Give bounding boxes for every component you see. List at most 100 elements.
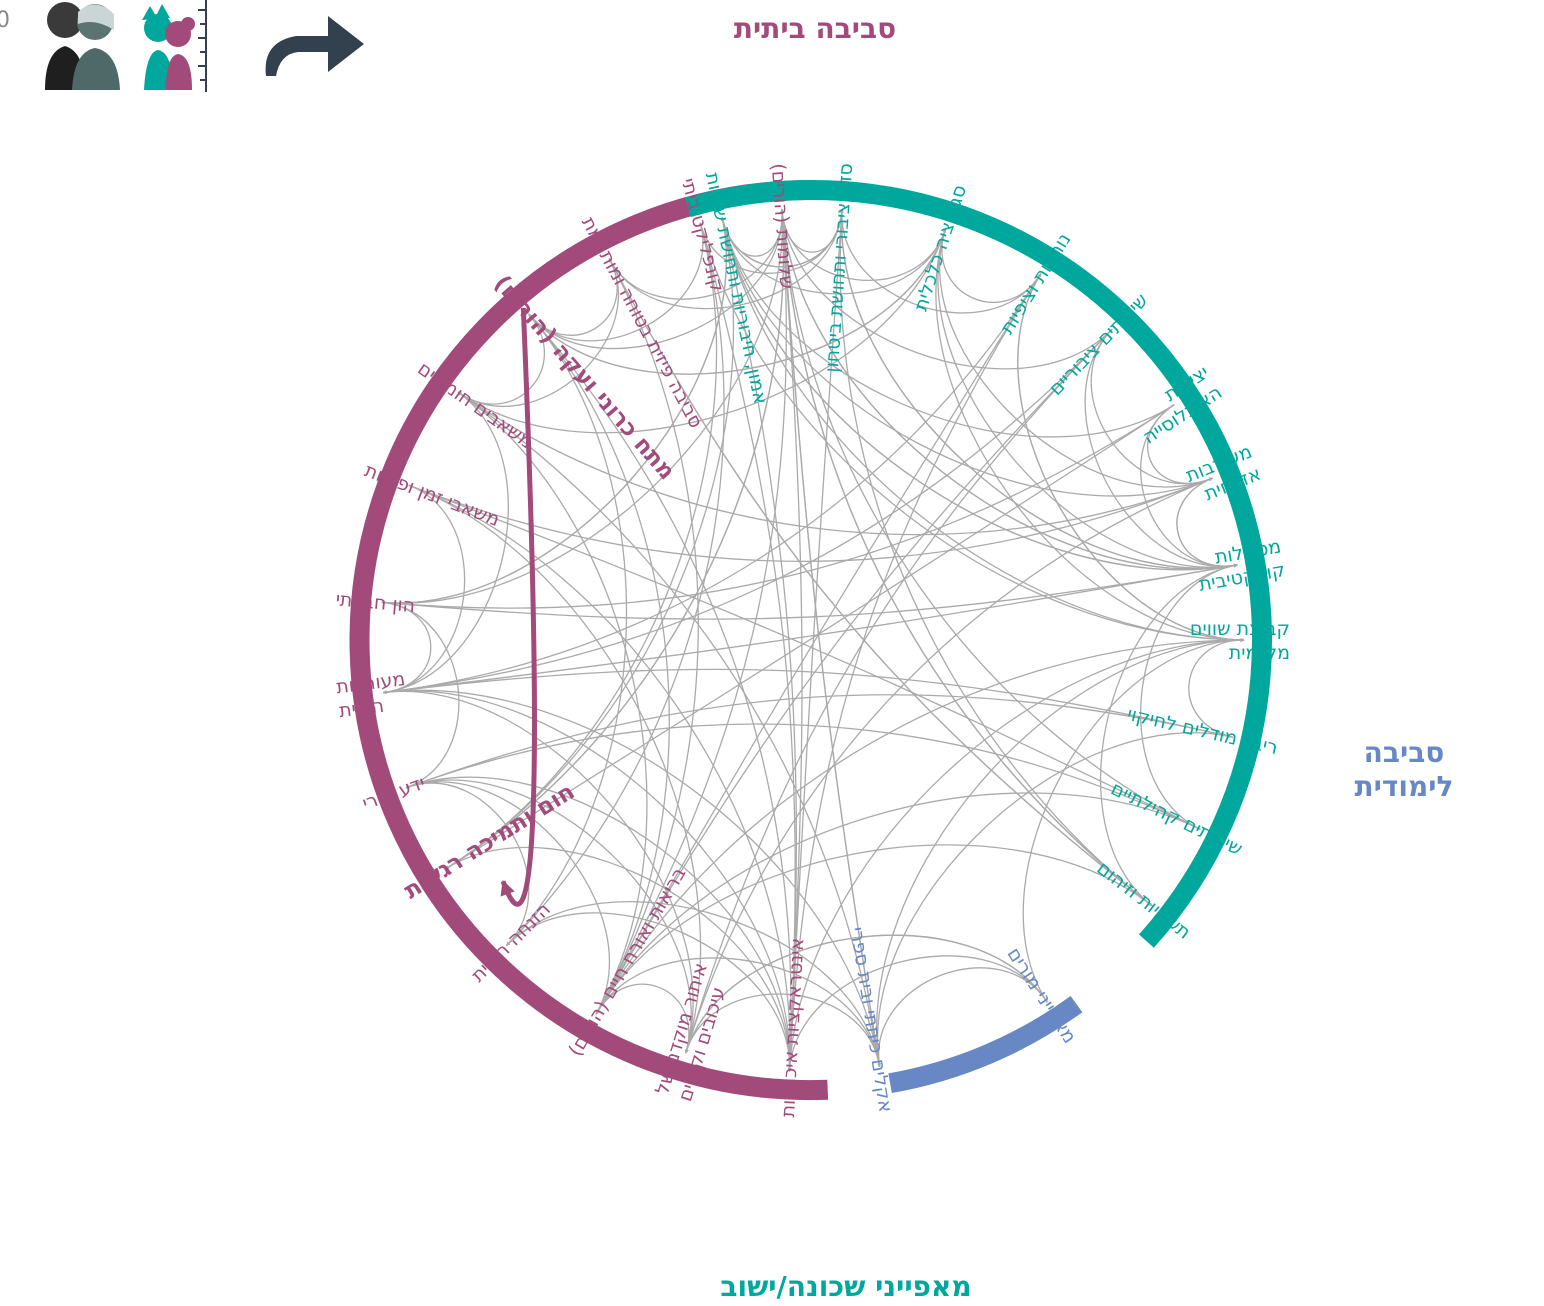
node-label: חום ותמיכה רגשית — [400, 779, 580, 905]
link-n9-h14 — [787, 273, 1042, 1072]
home-group-arc — [349, 180, 829, 1101]
node-label: מתח כרוני ועקה (הורים) — [489, 271, 680, 485]
link-l2-h13 — [684, 934, 1048, 1054]
link-n11-h14 — [787, 209, 843, 1072]
link-h7-h1 — [381, 208, 784, 604]
link-n6-h13 — [684, 477, 1213, 1054]
link-h5-h4 — [457, 313, 546, 405]
link-h10-h14 — [445, 846, 792, 1072]
link-n4-h14 — [787, 639, 1245, 1072]
link-n3-n4 — [1188, 638, 1245, 738]
link-n10-n12 — [721, 217, 947, 295]
node-h10[interactable]: חום ותמיכה רגשית — [400, 779, 580, 905]
link-h8-l1 — [383, 689, 881, 1068]
link-h8-h13 — [383, 690, 694, 1054]
link-n1-n5 — [1099, 563, 1238, 907]
link-h4-h12 — [528, 313, 670, 1015]
node-h4[interactable]: מתח כרוני ועקה (הורים) — [489, 271, 680, 485]
link-h4-h11 — [506, 313, 628, 946]
link-n10-n6 — [939, 228, 1213, 488]
link-n2-h9 — [405, 723, 1201, 830]
link-n9-n11 — [840, 208, 1042, 314]
node-label: מעורבות — [335, 668, 407, 698]
link-h2-h10 — [445, 222, 718, 870]
link-n11-n5 — [841, 209, 1238, 569]
links-layer — [381, 208, 1245, 1072]
link-n12-n5 — [721, 217, 1238, 571]
link-n3-l1 — [877, 732, 1234, 1068]
link-n2-h1 — [780, 208, 1201, 830]
link-n5-h8 — [382, 564, 1238, 695]
link-h1-h12 — [595, 209, 787, 1015]
link-h12-h13 — [595, 983, 690, 1054]
link-h9-h14 — [405, 776, 792, 1072]
link-n3-h9 — [405, 694, 1234, 789]
link-h13-l1 — [685, 993, 881, 1068]
parents-icon[interactable] — [40, 0, 122, 92]
link-l2-n4 — [1022, 638, 1245, 1003]
link-h11-h14 — [506, 912, 792, 1072]
group-arcs — [349, 179, 1272, 1101]
link-l1-l2 — [878, 967, 1048, 1067]
link-n1-n11 — [839, 208, 1153, 907]
link-l2-h14 — [787, 955, 1048, 1072]
link-h5-n6 — [457, 391, 1213, 536]
link-h9-h11 — [405, 782, 530, 946]
link-n5-h1 — [780, 208, 1238, 570]
learning-group-title: סביבה — [1364, 736, 1445, 769]
link-h6-h14 — [408, 484, 792, 1072]
link-h12-l1 — [595, 957, 881, 1068]
highlight-link — [500, 307, 537, 907]
link-n3-h8 — [382, 668, 1234, 738]
link-h3-h12 — [595, 258, 699, 1015]
link-n12-h7 — [381, 217, 728, 605]
link-h2-n4 — [699, 222, 1245, 642]
link-h6-h8 — [382, 484, 466, 695]
link-n10-n5 — [937, 228, 1238, 568]
link-h3-n1 — [608, 258, 1153, 907]
link-n2-n5 — [1140, 563, 1238, 830]
link-h5-h8 — [382, 391, 509, 695]
share-arrow-icon[interactable] — [258, 10, 368, 80]
link-n12-h10 — [445, 217, 734, 870]
node-h7[interactable]: הון חברתי — [335, 588, 416, 617]
link-h8-h14 — [383, 690, 792, 1072]
children-ruler-icon[interactable] — [136, 0, 216, 92]
link-h9-h12 — [405, 781, 610, 1015]
link-n8-h8 — [382, 328, 1113, 695]
toolbar: 0 — [0, 0, 370, 100]
link-h4-h14 — [528, 313, 792, 1072]
link-n12-n4 — [721, 217, 1245, 642]
link-n7-n5 — [1139, 404, 1238, 568]
link-n7-h10 — [445, 404, 1175, 870]
link-n10-n9 — [941, 228, 1042, 303]
link-h6-h13 — [408, 484, 702, 1054]
link-n2-h12 — [595, 792, 1201, 1015]
link-h1-h4 — [528, 209, 783, 350]
link-l1-h1 — [780, 208, 881, 1067]
link-h5-l1 — [457, 391, 881, 1068]
highlight-layer — [500, 307, 537, 907]
link-n1-h12 — [595, 844, 1153, 1015]
link-n2-h6 — [408, 484, 1201, 830]
link-h2-h4 — [528, 222, 704, 342]
link-h1-h14 — [781, 209, 803, 1072]
link-n8-h12 — [595, 328, 1113, 1015]
link-n12-h14 — [721, 217, 797, 1072]
link-h5-h3 — [457, 258, 619, 407]
link-n7-n12 — [721, 217, 1175, 438]
link-h9-h13 — [405, 779, 692, 1054]
link-h2-h11 — [506, 222, 725, 946]
link-n1-h3 — [608, 258, 1153, 907]
link-n7-h7 — [381, 404, 1175, 609]
link-n6-n12 — [721, 217, 1213, 497]
node-label: קבוצת שווים — [1190, 618, 1290, 640]
link-h7-h9 — [381, 601, 460, 789]
link-n10-h4 — [528, 228, 947, 375]
learning-group-title: לימודית — [1355, 770, 1454, 803]
